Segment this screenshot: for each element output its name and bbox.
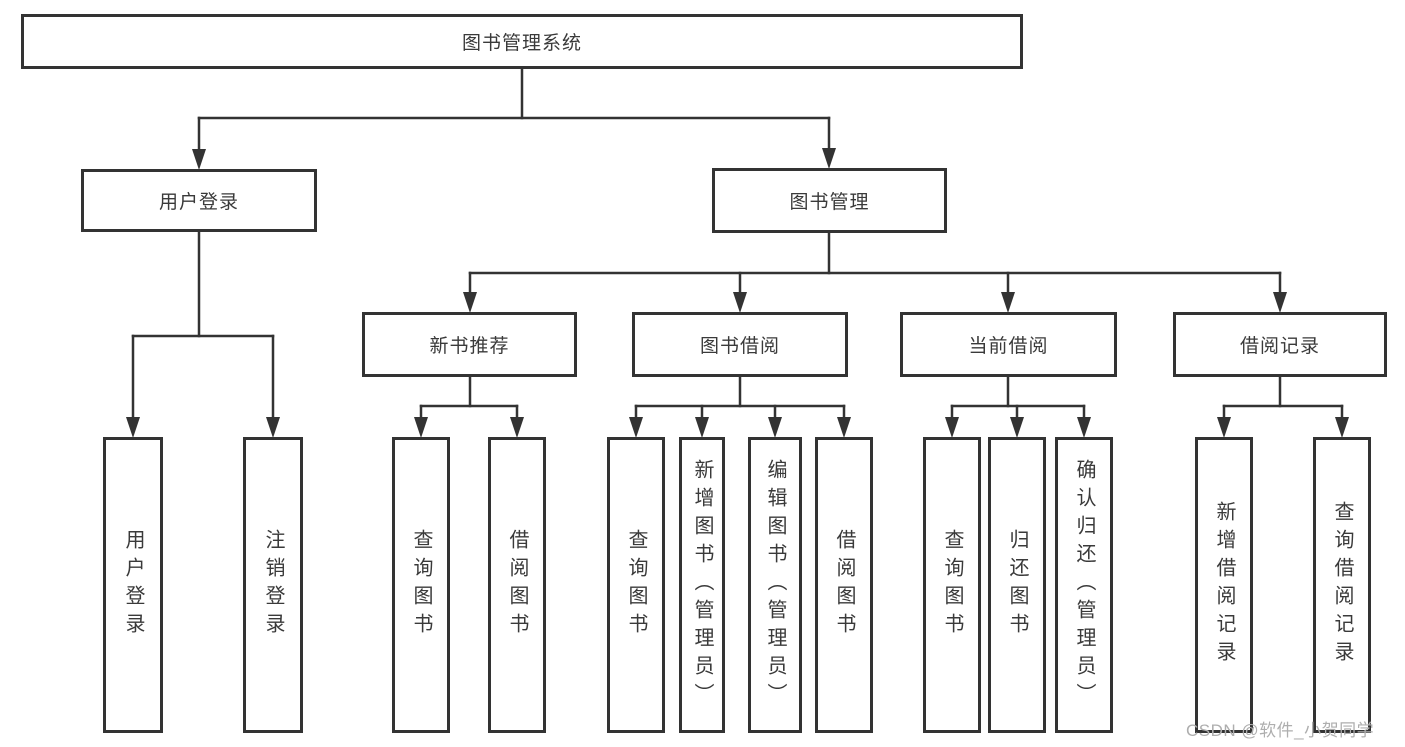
- node-label: 新增图书（管理员）: [691, 459, 713, 711]
- node-current-confirm-return-admin: 确认归还（管理员）: [1055, 437, 1113, 733]
- node-book-mgmt: 图书管理: [712, 168, 947, 233]
- node-new-book-rec: 新书推荐: [362, 312, 577, 377]
- node-borrow-add-books-admin: 新增图书（管理员）: [679, 437, 725, 733]
- node-records-add-record: 新增借阅记录: [1195, 437, 1253, 733]
- node-records-query-record: 查询借阅记录: [1313, 437, 1371, 733]
- node-label: 查询图书: [625, 529, 647, 641]
- node-label: 确认归还（管理员）: [1073, 459, 1095, 711]
- connector-root-to-level1: [192, 67, 836, 170]
- watermark: CSDN @软件_小贺同学: [1186, 721, 1375, 740]
- connector-book-borrow-children: [629, 375, 851, 438]
- node-label: 查询图书: [941, 529, 963, 641]
- node-user-login: 用户登录: [81, 169, 317, 232]
- connector-user-login-children: [126, 230, 280, 438]
- node-label: 用户登录: [122, 529, 144, 641]
- node-rec-query-books: 查询图书: [392, 437, 450, 733]
- connector-current-borrow-children: [945, 375, 1091, 438]
- node-current-query-books: 查询图书: [923, 437, 981, 733]
- node-borrow-borrow-books: 借阅图书: [815, 437, 873, 733]
- node-book-borrow: 图书借阅: [632, 312, 848, 377]
- node-label: 新增借阅记录: [1213, 501, 1235, 669]
- node-label: 查询借阅记录: [1331, 501, 1353, 669]
- node-current-borrow: 当前借阅: [900, 312, 1117, 377]
- node-label: 注销登录: [262, 529, 284, 641]
- node-user-login-leaf: 用户登录: [103, 437, 163, 733]
- node-rec-borrow-books: 借阅图书: [488, 437, 546, 733]
- connector-book-mgmt-children: [463, 231, 1287, 313]
- connector-records-children: [1217, 375, 1349, 438]
- node-label: 归还图书: [1006, 529, 1028, 641]
- node-label: 借阅图书: [506, 529, 528, 641]
- node-borrow-query-books: 查询图书: [607, 437, 665, 733]
- node-logout-leaf: 注销登录: [243, 437, 303, 733]
- node-label: 借阅图书: [833, 529, 855, 641]
- connector-new-book-children: [414, 375, 524, 438]
- node-root: 图书管理系统: [21, 14, 1023, 69]
- node-borrow-records: 借阅记录: [1173, 312, 1387, 377]
- node-current-return-books: 归还图书: [988, 437, 1046, 733]
- node-label: 查询图书: [410, 529, 432, 641]
- node-label: 编辑图书（管理员）: [764, 459, 786, 711]
- node-borrow-edit-books-admin: 编辑图书（管理员）: [748, 437, 802, 733]
